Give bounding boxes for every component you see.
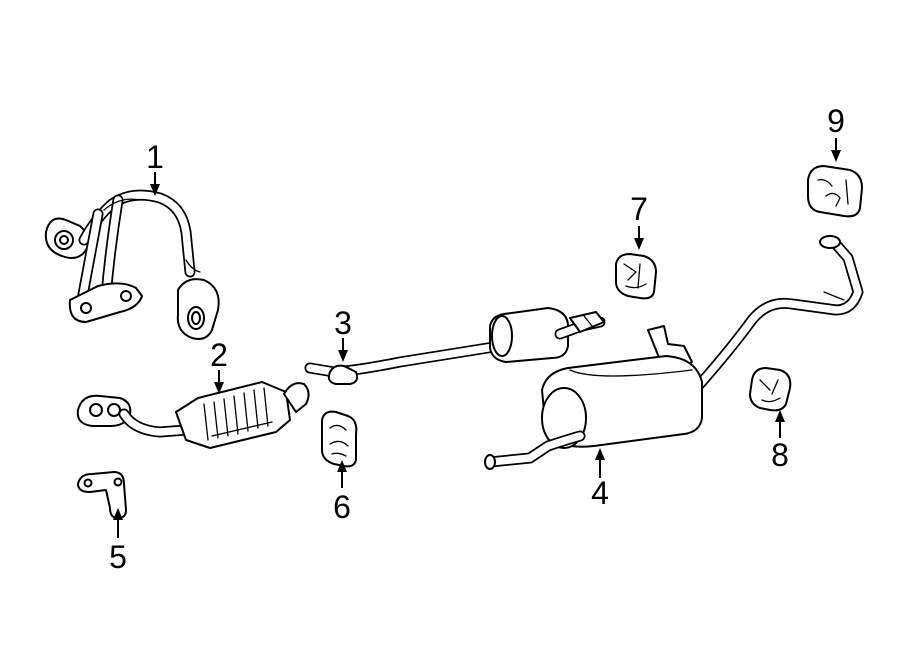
callout-5: 5 [109, 539, 127, 575]
callout-8: 8 [771, 437, 789, 473]
part-3-intermediate-pipe [304, 307, 606, 385]
callout-7: 7 [630, 191, 648, 227]
part-6-hanger-insulator [321, 410, 358, 468]
callout-9: 9 [827, 103, 845, 139]
part-1-front-pipe [44, 189, 220, 340]
callout-numbers: 1 2 3 4 5 6 7 8 9 [109, 103, 845, 575]
callout-leaders [113, 138, 841, 538]
callout-2: 2 [210, 337, 228, 373]
part-5-bracket [77, 471, 127, 519]
callout-6: 6 [333, 489, 351, 525]
callout-1: 1 [146, 139, 164, 175]
part-7-hanger-insulator [615, 253, 657, 300]
callout-4: 4 [591, 475, 609, 511]
part-2-catalytic-converter [76, 381, 310, 449]
part-4-muffler-tailpipe [484, 235, 864, 470]
part-8-hanger-insulator [749, 367, 792, 412]
callout-3: 3 [334, 305, 352, 341]
part-9-hanger-insulator [807, 165, 863, 218]
